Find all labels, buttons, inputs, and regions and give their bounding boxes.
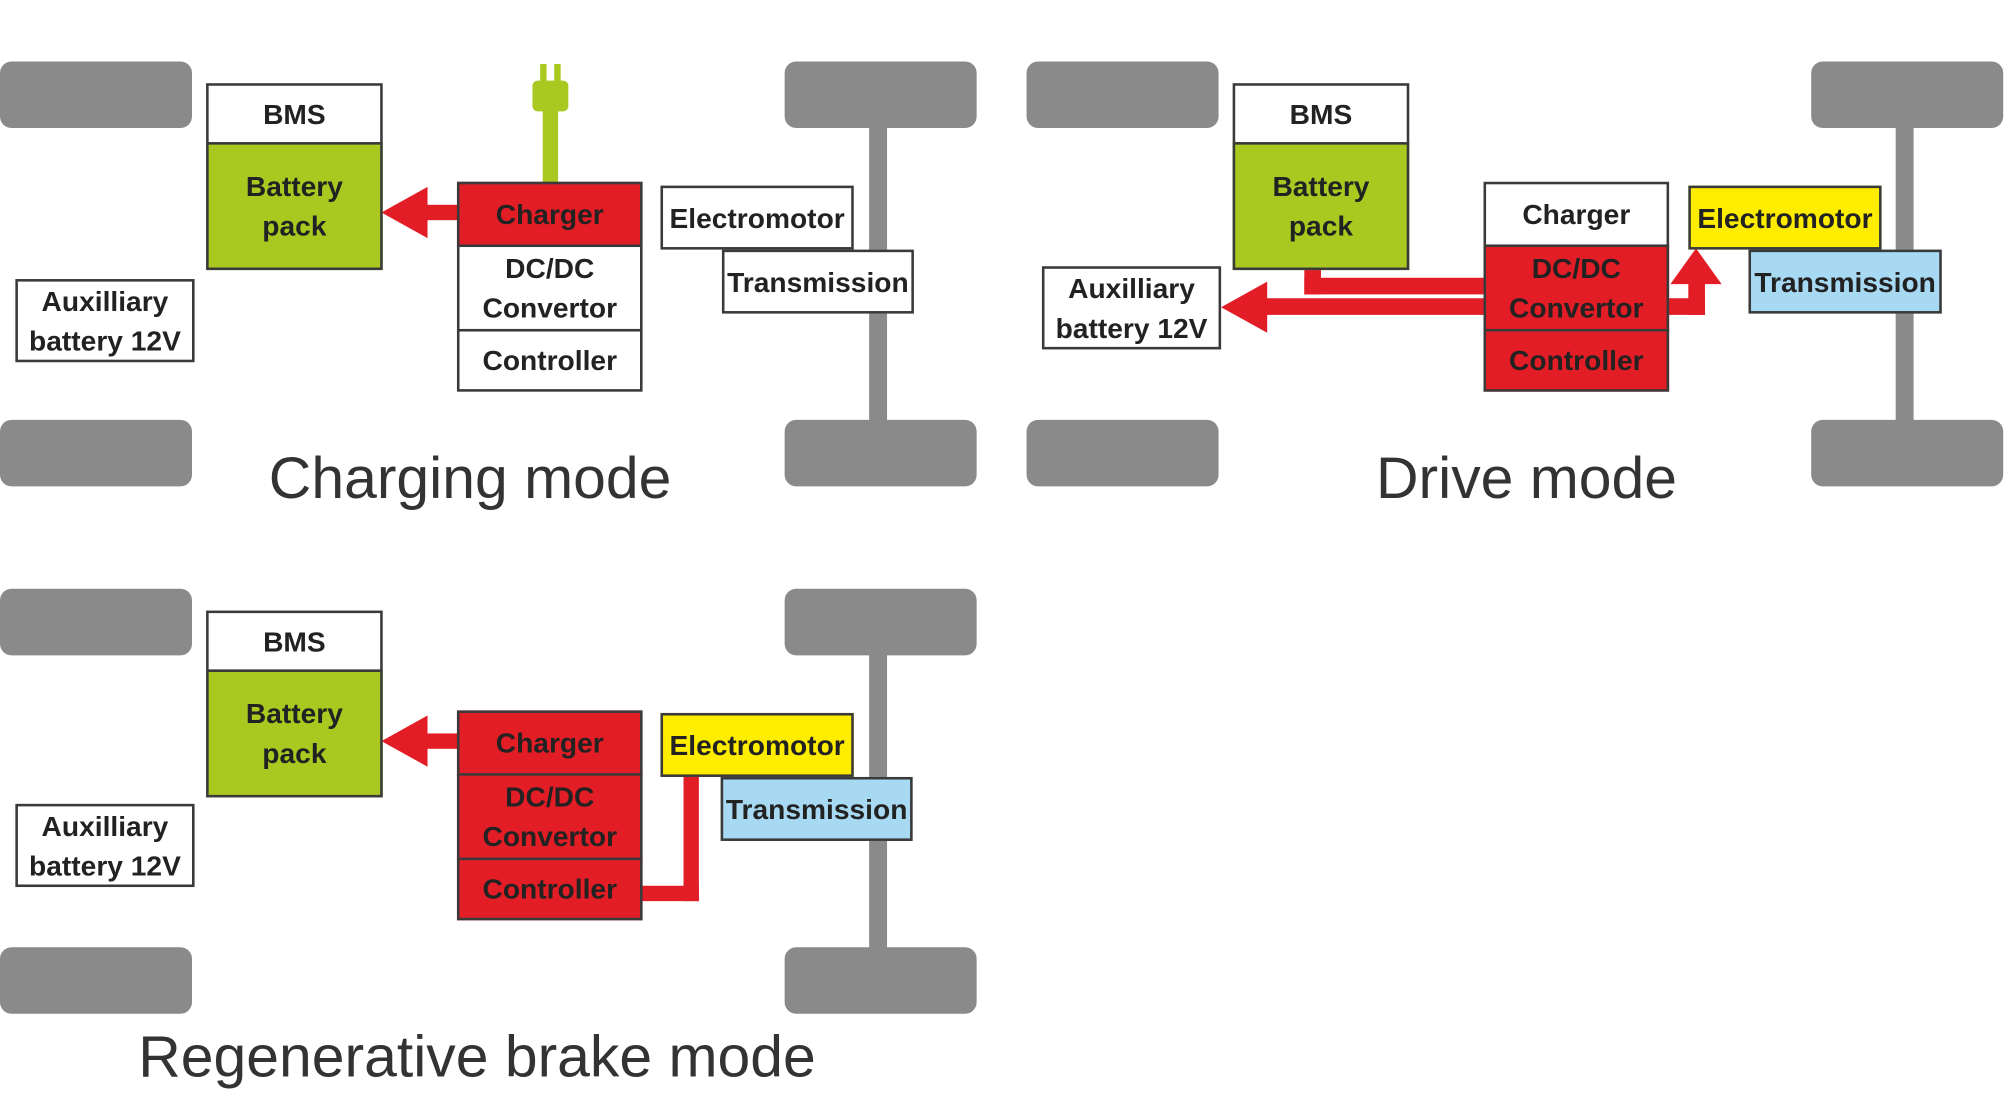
- electromotor-box: Electromotor: [660, 185, 854, 250]
- rear-left-wheel: [1026, 419, 1219, 487]
- charger-box: Charger: [1483, 181, 1670, 248]
- auxiliary-battery-box: Auxilliary battery 12V: [15, 279, 195, 363]
- dcdc-convertor-box: DC/DC Convertor: [456, 773, 643, 861]
- charging-mode-panel: BMS Battery pack Auxilliary battery 12V …: [0, 0, 986, 538]
- front-right-wheel: [784, 61, 977, 128]
- motor-to-controller-line: [640, 773, 699, 902]
- electromotor-box: Electromotor: [660, 712, 854, 777]
- front-left-wheel: [0, 61, 192, 128]
- power-plug-icon: [532, 64, 569, 186]
- charge-to-battery-arrow: [381, 715, 461, 767]
- front-right-wheel: [784, 588, 977, 656]
- battery-to-convertor-line: [1304, 267, 1487, 295]
- rear-right-wheel: [784, 419, 977, 487]
- battery-pack-box: Battery pack: [206, 669, 383, 798]
- mode-caption: Drive mode: [1376, 444, 1678, 511]
- rear-right-wheel: [1811, 419, 2004, 487]
- controller-box: Controller: [456, 328, 643, 392]
- mode-caption: Regenerative brake mode: [138, 1022, 816, 1090]
- rear-left-wheel: [0, 419, 192, 487]
- charger-box: Charger: [456, 710, 643, 776]
- battery-pack-box: Battery pack: [206, 142, 383, 271]
- auxiliary-battery-box: Auxilliary battery 12V: [15, 803, 195, 888]
- convertor-to-motor-arrow: [1666, 248, 1722, 315]
- bms-box: BMS: [1232, 83, 1410, 145]
- battery-pack-box: Battery pack: [1232, 142, 1410, 271]
- rear-right-wheel: [784, 947, 977, 1014]
- transmission-box: Transmission: [1748, 249, 1942, 314]
- auxiliary-battery-box: Auxilliary battery 12V: [1041, 266, 1222, 350]
- front-left-wheel: [0, 588, 192, 656]
- electromotor-box: Electromotor: [1688, 185, 1882, 250]
- drive-mode-panel: BMS Battery pack Auxilliary battery 12V …: [1026, 0, 2007, 538]
- rear-left-wheel: [0, 947, 192, 1014]
- bms-box: BMS: [206, 610, 383, 672]
- charge-to-battery-arrow: [381, 186, 461, 239]
- controller-box: Controller: [456, 857, 643, 921]
- front-right-wheel: [1811, 61, 2004, 128]
- regenerative-brake-panel: BMS Battery pack Auxilliary battery 12V …: [0, 527, 986, 1089]
- convertor-to-aux-arrow: [1221, 281, 1488, 333]
- mode-caption: Charging mode: [268, 444, 672, 511]
- transmission-box: Transmission: [721, 249, 914, 314]
- front-left-wheel: [1026, 61, 1219, 128]
- controller-box: Controller: [1483, 328, 1670, 392]
- dcdc-convertor-box: DC/DC Convertor: [456, 244, 643, 332]
- charger-box: Charger: [456, 181, 643, 248]
- transmission-box: Transmission: [720, 776, 913, 841]
- dcdc-convertor-box: DC/DC Convertor: [1483, 244, 1670, 332]
- bms-box: BMS: [206, 83, 383, 145]
